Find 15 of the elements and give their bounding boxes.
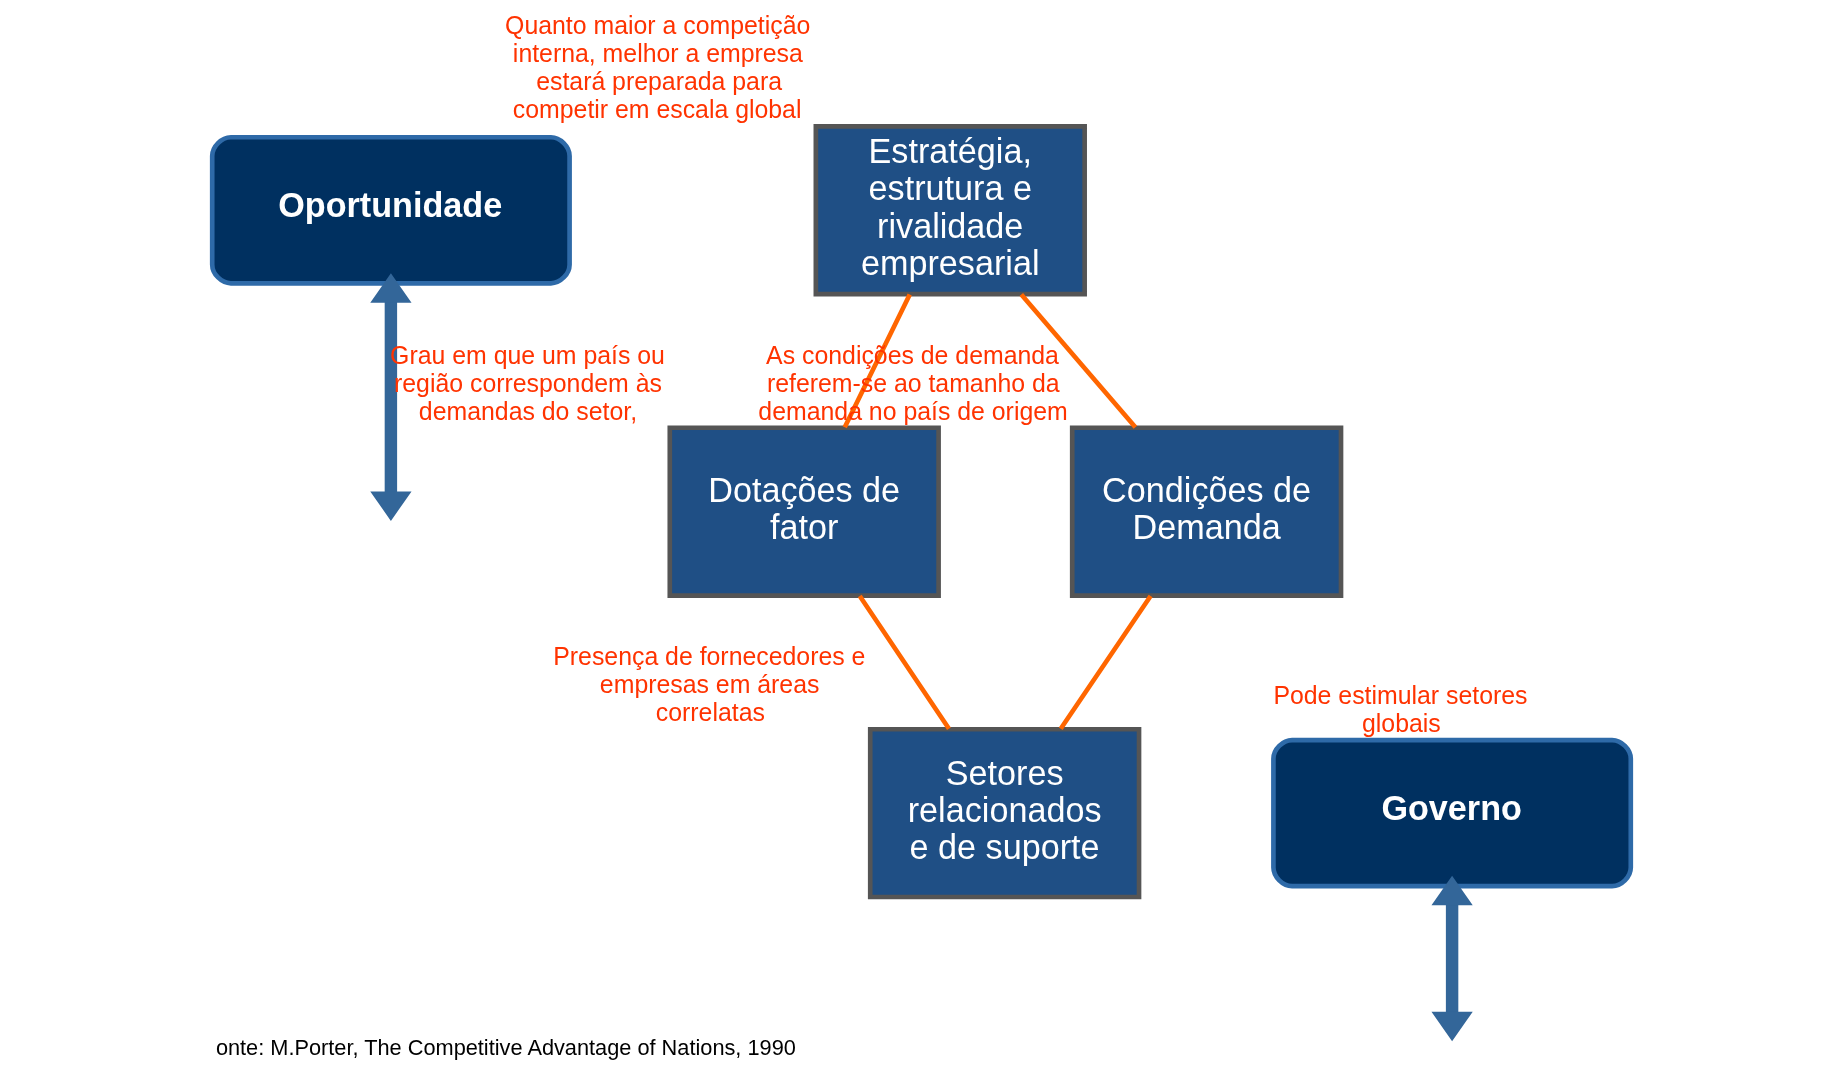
node-label: Pode estimular setores globais — [1272, 682, 1528, 738]
caption: onte: M.Porter, The Competitive Advantage of Nations, 1990 — [215, 1035, 796, 1061]
connector — [1058, 594, 1153, 730]
arrow — [1430, 875, 1473, 1042]
node-box: Condições de Demanda — [1069, 425, 1343, 598]
node-label: Quanto maior a competição interna, melhor a empresa estará preparada para competir em escala global — [504, 12, 810, 124]
node-box: Oportunidade — [209, 134, 572, 286]
arrow — [369, 273, 412, 521]
node-box: Dotações de fator — [666, 425, 941, 598]
node-box: Estratégia, estrutura e rivalidade empresarial — [813, 124, 1087, 297]
node-label: Presença de fornecedores e empresas em áreas correlatas — [552, 643, 865, 727]
connector — [857, 594, 951, 730]
connector — [1019, 293, 1137, 429]
node-box: Setores relacionados e de suporte — [867, 726, 1141, 900]
node-box: Governo — [1270, 737, 1633, 889]
